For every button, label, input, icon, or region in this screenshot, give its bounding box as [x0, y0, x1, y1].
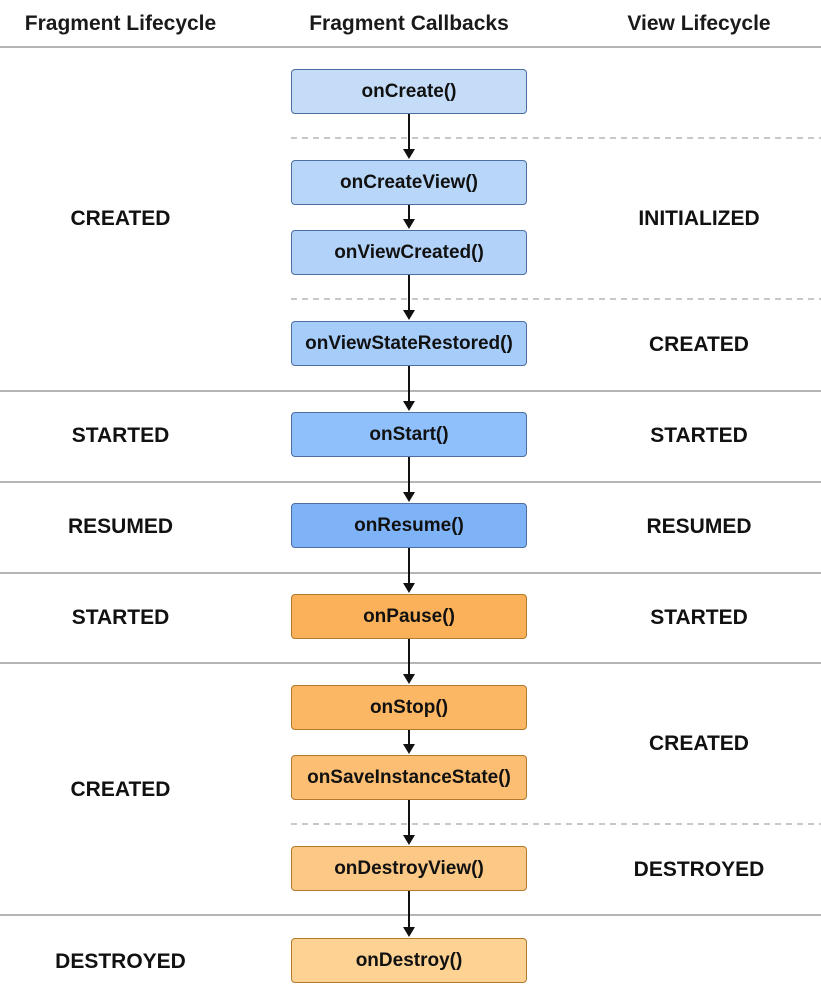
view-state-initialized: INITIALIZED — [638, 207, 760, 230]
view-state-started-2: STARTED — [650, 606, 748, 629]
callback-on-stop: onStop() — [291, 685, 527, 730]
arrow-head — [403, 401, 415, 411]
fragment-state-destroyed: DESTROYED — [55, 950, 186, 973]
callback-on-start: onStart() — [291, 412, 527, 457]
callback-on-save-instance-state: onSaveInstanceState() — [291, 755, 527, 800]
fragment-state-resumed: RESUMED — [67, 515, 173, 538]
fragment-state-started: STARTED — [71, 424, 170, 447]
arrow-head — [403, 583, 415, 593]
fragment-state-created: CREATED — [70, 207, 171, 230]
callback-on-pause: onPause() — [291, 594, 527, 639]
fragment-state-started-2: STARTED — [71, 606, 170, 629]
header-view-lifecycle: View Lifecycle — [627, 12, 771, 35]
arrow-head — [403, 744, 415, 754]
arrow-head — [403, 835, 415, 845]
flow-arrows — [403, 114, 415, 937]
arrow-head — [403, 149, 415, 159]
callback-on-destroy-view: onDestroyView() — [291, 846, 527, 891]
header-fragment-lifecycle: Fragment Lifecycle — [24, 12, 217, 35]
view-state-created: CREATED — [649, 333, 749, 356]
arrow-head — [403, 310, 415, 320]
callback-on-view-created: onViewCreated() — [291, 230, 527, 275]
callback-on-create: onCreate() — [291, 69, 527, 114]
fragment-state-created-2: CREATED — [70, 778, 171, 801]
callback-on-view-state-restored: onViewStateRestored() — [291, 321, 527, 366]
arrow-head — [403, 219, 415, 229]
arrow-head — [403, 674, 415, 684]
view-state-created-2: CREATED — [649, 732, 749, 755]
callback-on-resume: onResume() — [291, 503, 527, 548]
callback-on-destroy: onDestroy() — [291, 938, 527, 983]
arrow-head — [403, 492, 415, 502]
arrow-head — [403, 927, 415, 937]
view-state-resumed: RESUMED — [646, 515, 752, 538]
view-state-destroyed: DESTROYED — [633, 858, 765, 881]
view-state-started: STARTED — [650, 424, 748, 447]
callback-on-create-view: onCreateView() — [291, 160, 527, 205]
header-fragment-callbacks: Fragment Callbacks — [309, 12, 509, 35]
